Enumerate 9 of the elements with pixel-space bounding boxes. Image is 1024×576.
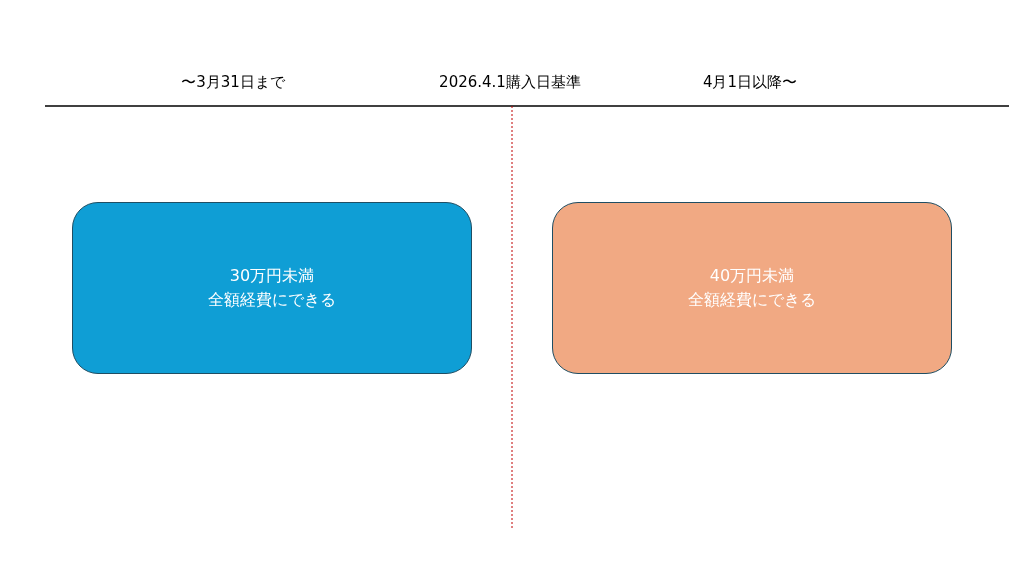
rounded-box	[72, 202, 472, 374]
timeline-label: 4月1日以降〜	[702, 73, 798, 92]
timeline-label: 2026.4.1購入日基準	[439, 73, 581, 92]
box-text: 30万円未満	[229, 265, 315, 287]
timeline-label: 〜3月31日まで	[181, 73, 285, 92]
box-text: 全額経費にできる	[688, 289, 816, 311]
box-text: 40万円未満	[709, 265, 795, 287]
rounded-box	[552, 202, 952, 374]
box-text: 全額経費にできる	[208, 289, 336, 311]
